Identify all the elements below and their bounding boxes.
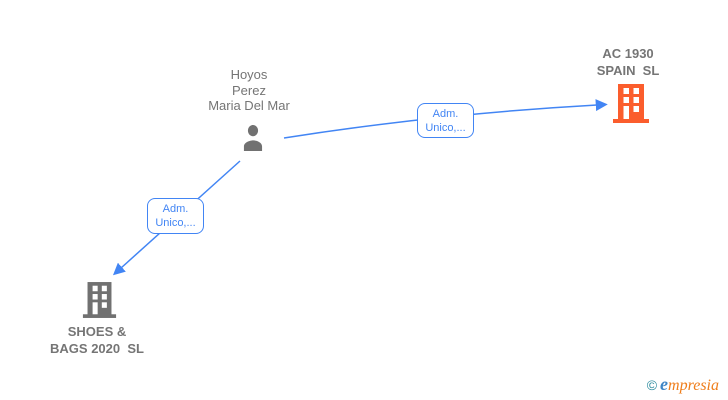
company-name-line: SHOES &	[67, 324, 127, 339]
company-name-line: AC 1930	[602, 46, 654, 61]
edge-label-line: Unico,...	[425, 121, 466, 134]
building-icon	[613, 84, 649, 123]
company-shoesbags-node[interactable]	[82, 282, 117, 318]
person-name-label: Hoyos Perez Maria Del Mar	[149, 67, 349, 114]
empresia-logo-e: e	[660, 374, 669, 394]
person-node[interactable]	[237, 119, 269, 155]
company-ac1930-label: AC 1930 SPAIN SL	[548, 46, 708, 79]
person-icon	[243, 125, 263, 151]
company-name-line: SPAIN SL	[596, 62, 660, 78]
edge-label-adm-unico-1[interactable]: Adm. Unico,...	[417, 103, 474, 138]
edge-label-line: Adm.	[432, 107, 459, 120]
edge-label-adm-unico-2[interactable]: Adm. Unico,...	[147, 198, 204, 234]
empresia-logo-text: mpresia	[668, 377, 719, 394]
edge-label-line: Unico,...	[155, 217, 196, 229]
edge-label-line: Adm.	[162, 203, 189, 215]
person-name-line: Perez	[232, 82, 266, 98]
empresia-logo: ©empresia	[647, 374, 719, 395]
company-name-line: BAGS 2020 SL	[50, 340, 144, 356]
building-icon	[82, 282, 117, 318]
company-ac1930-node[interactable]	[612, 84, 650, 123]
person-name-line: Maria Del Mar	[208, 98, 290, 113]
copyright-icon: ©	[646, 377, 658, 393]
person-name-line: Hoyos	[230, 67, 268, 82]
company-shoesbags-label: SHOES & BAGS 2020 SL	[17, 324, 177, 357]
